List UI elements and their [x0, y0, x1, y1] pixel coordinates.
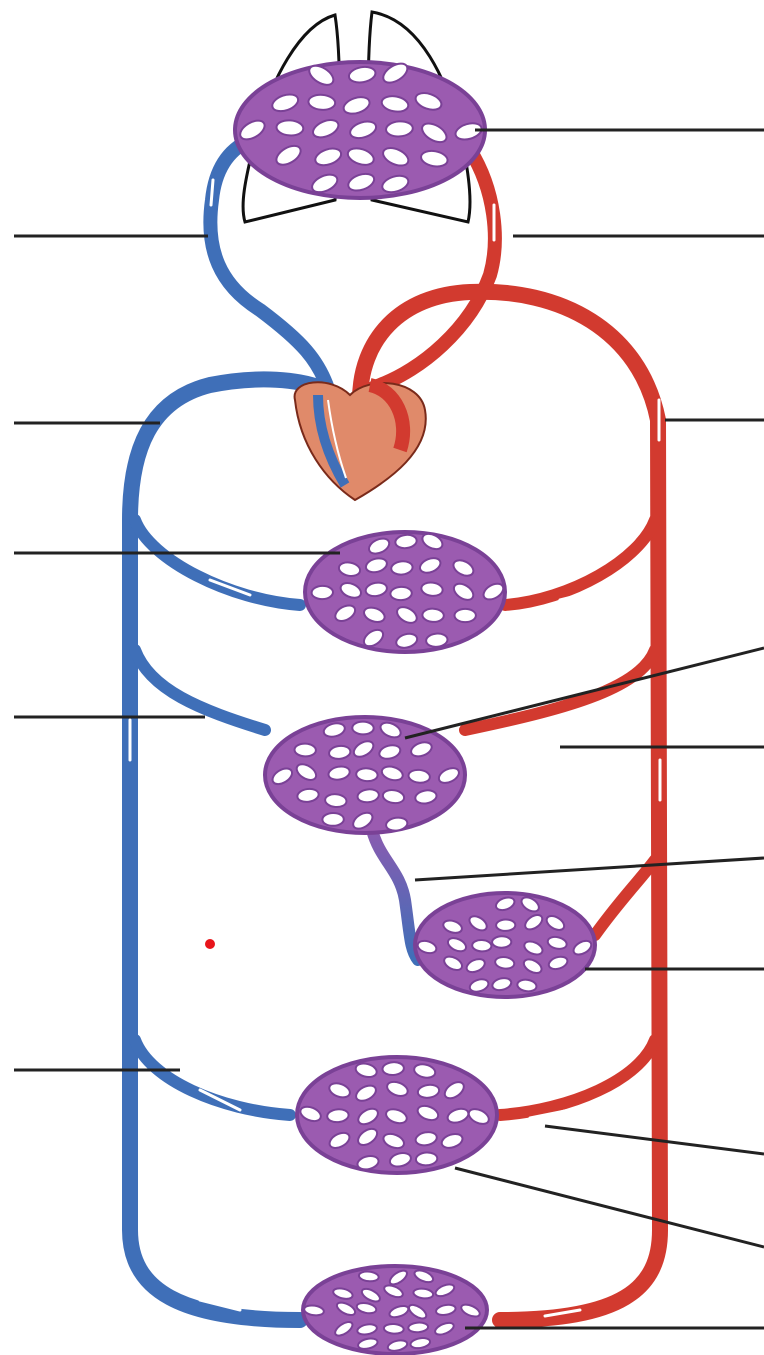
liver-artery [595, 860, 655, 935]
kidney-artery [500, 1040, 655, 1115]
capillary-gap [356, 768, 378, 782]
upper-body-artery [505, 520, 655, 605]
hepatic-portal-vein [372, 830, 418, 960]
capillary-gap [415, 1152, 437, 1166]
stomach-capillary-bed [265, 717, 465, 833]
capillary-gap [455, 609, 476, 622]
label-line [415, 858, 764, 880]
marker-dot [205, 939, 215, 949]
capillary-gap [492, 936, 511, 948]
lower-body-capillary-bed [303, 1266, 487, 1354]
capillary-gap [422, 608, 444, 622]
kidney-vein [135, 1040, 290, 1115]
capillary-gap [382, 1061, 404, 1075]
capillary-gap [322, 813, 344, 826]
label-line [405, 648, 764, 738]
upper-body-capillary-bed [305, 531, 506, 652]
liver-capillary-bed [415, 893, 595, 997]
capillary-gap [408, 1322, 428, 1333]
capillary-gap [472, 940, 492, 952]
vena-cava [130, 379, 320, 1320]
capillary-gap [496, 919, 515, 931]
heart [295, 382, 426, 500]
capillary-gap [426, 633, 448, 648]
pulmonary-capillary-bed [235, 60, 485, 198]
capillary-gap [384, 1323, 404, 1334]
label-line [455, 1168, 764, 1247]
stomach-artery [465, 650, 655, 730]
upper-body-vein [135, 520, 300, 605]
capillary-gap [352, 721, 374, 734]
kidney-capillary-bed [297, 1057, 497, 1173]
capillary-gap [294, 743, 316, 757]
capillary-gap [311, 586, 333, 600]
capillary-gap [390, 586, 412, 600]
flow-arrow [211, 180, 213, 205]
